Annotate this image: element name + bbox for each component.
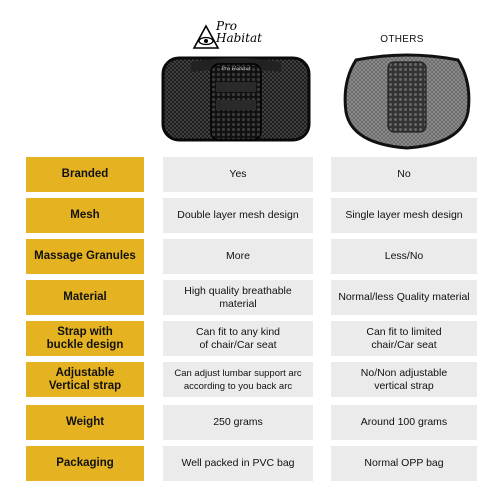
others-value: No/Non adjustable vertical strap [331, 362, 477, 397]
pro-habitat-value: Can fit to any kind of chair/Car seat [163, 321, 313, 356]
comparison-row-adjustable-strap: Adjustable Vertical strap Can adjust lum… [0, 362, 500, 397]
pro-habitat-value: Can adjust lumbar support arc according … [163, 362, 313, 397]
others-value: Normal/less Quality material [331, 280, 477, 315]
comparison-row-mesh: Mesh Double layer mesh design Single lay… [0, 198, 500, 233]
pro-habitat-value: 250 grams [163, 405, 313, 440]
others-title: OTHERS [380, 34, 424, 45]
comparison-header: Pro Habitat OTHERS Pro Habitat [0, 0, 500, 150]
comparison-row-packaging: Packaging Well packed in PVC bag Normal … [0, 446, 500, 481]
row-label: Branded [26, 157, 144, 192]
others-value: Around 100 grams [331, 405, 477, 440]
row-label: Adjustable Vertical strap [26, 362, 144, 397]
row-label: Mesh [26, 198, 144, 233]
comparison-row-weight: Weight 250 grams Around 100 grams [0, 405, 500, 440]
pro-habitat-value: High quality breathable material [163, 280, 313, 315]
pro-habitat-value: Double layer mesh design [163, 198, 313, 233]
pro-habitat-value: More [163, 239, 313, 274]
brand-name: Pro Habitat [216, 19, 262, 45]
comparison-row-massage-granules: Massage Granules More Less/No [0, 239, 500, 274]
others-value: Single layer mesh design [331, 198, 477, 233]
pro-habitat-lumbar-support-image: Pro Habitat [161, 56, 311, 142]
pro-habitat-logo-icon [192, 24, 220, 49]
comparison-row-branded: Branded Yes No [0, 157, 500, 192]
other-lumbar-support-image [343, 53, 471, 150]
pro-habitat-value: Well packed in PVC bag [163, 446, 313, 481]
row-label: Weight [26, 405, 144, 440]
row-label: Material [26, 280, 144, 315]
others-value: Can fit to limited chair/Car seat [331, 321, 477, 356]
comparison-row-material: Material High quality breathable materia… [0, 280, 500, 315]
others-value: Normal OPP bag [331, 446, 477, 481]
others-value: No [331, 157, 477, 192]
pro-habitat-value: Yes [163, 157, 313, 192]
row-label: Packaging [26, 446, 144, 481]
others-value: Less/No [331, 239, 477, 274]
row-label: Massage Granules [26, 239, 144, 274]
comparison-row-strap-buckle: Strap with buckle design Can fit to any … [0, 321, 500, 356]
row-label: Strap with buckle design [26, 321, 144, 356]
product-badge-text: Pro Habitat [220, 66, 251, 72]
